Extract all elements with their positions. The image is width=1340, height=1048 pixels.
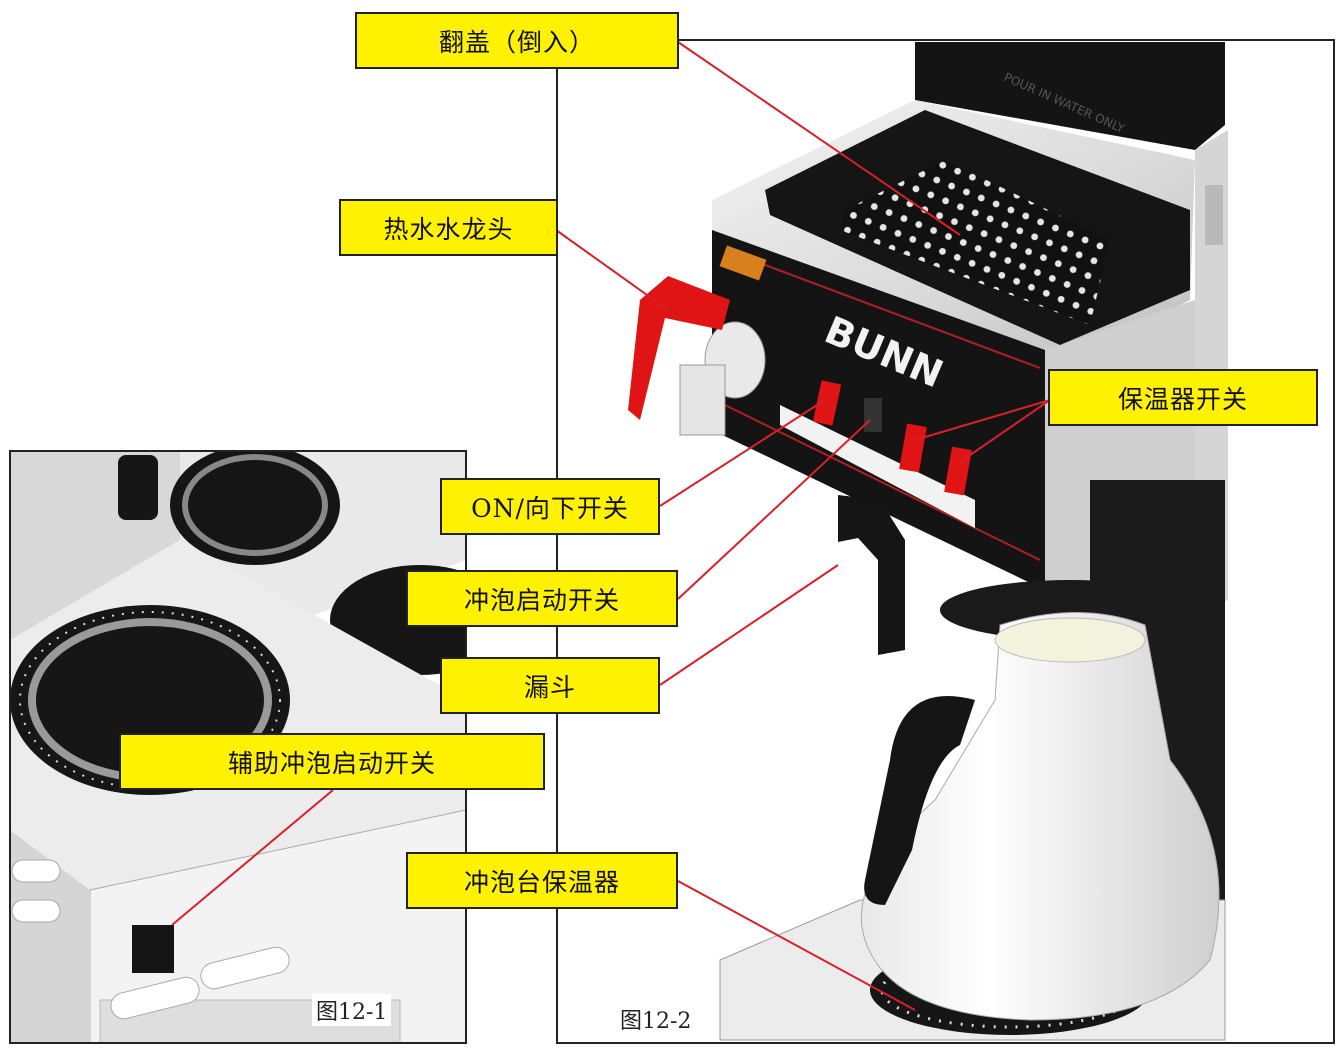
on-down-switch-shape (812, 380, 842, 426)
leader-brew-switch (677, 419, 871, 600)
callout-funnel: 漏斗 (440, 657, 660, 714)
leader-warmer-switch-1 (914, 399, 1051, 441)
callout-hot-water-faucet: 热水水龙头 (339, 199, 558, 256)
callout-brew-station-warmer: 冲泡台保温器 (406, 852, 678, 909)
callout-on-down-switch: ON/向下开关 (440, 478, 660, 535)
figure-12-1-caption: 图12-1 (312, 994, 392, 1026)
callout-warmer-switches: 保温器开关 (1048, 369, 1318, 426)
leader-lines (171, 41, 1051, 1011)
brew-start-switch-shape (864, 398, 882, 432)
figure-12-2-caption: 图12-2 (616, 1003, 696, 1035)
machine-tank (915, 42, 1225, 150)
callout-brew-start-switch: 冲泡启动开关 (406, 570, 678, 627)
lid-grid (840, 160, 1110, 325)
leader-warmer (677, 880, 916, 1011)
callout-lid: 翻盖（倒入） (355, 12, 679, 69)
switch-label-strip (780, 405, 975, 528)
aux-switch-shape (132, 925, 174, 973)
side-vent (1205, 185, 1223, 245)
coffee-pot (860, 612, 1220, 1021)
leader-lid (677, 41, 961, 236)
funnel-handle (838, 495, 905, 655)
warning-label-icon (719, 245, 767, 281)
leader-faucet (555, 229, 669, 311)
pot-handle (864, 696, 975, 905)
leader-on-switch (659, 397, 829, 507)
callout-aux-brew-start-switch: 辅助冲泡启动开关 (119, 733, 545, 790)
faucet-handle-shape (628, 276, 730, 420)
faucet-spout (679, 364, 726, 436)
leader-funnel (659, 564, 839, 686)
figure-12-2: POUR IN WATER ONLY BUNN (556, 39, 1335, 1044)
leader-aux-switch (171, 789, 334, 926)
leader-warmer-switch-2 (959, 399, 1051, 463)
warmer-switch-1-shape (899, 423, 927, 473)
pot-lid (994, 617, 1146, 663)
